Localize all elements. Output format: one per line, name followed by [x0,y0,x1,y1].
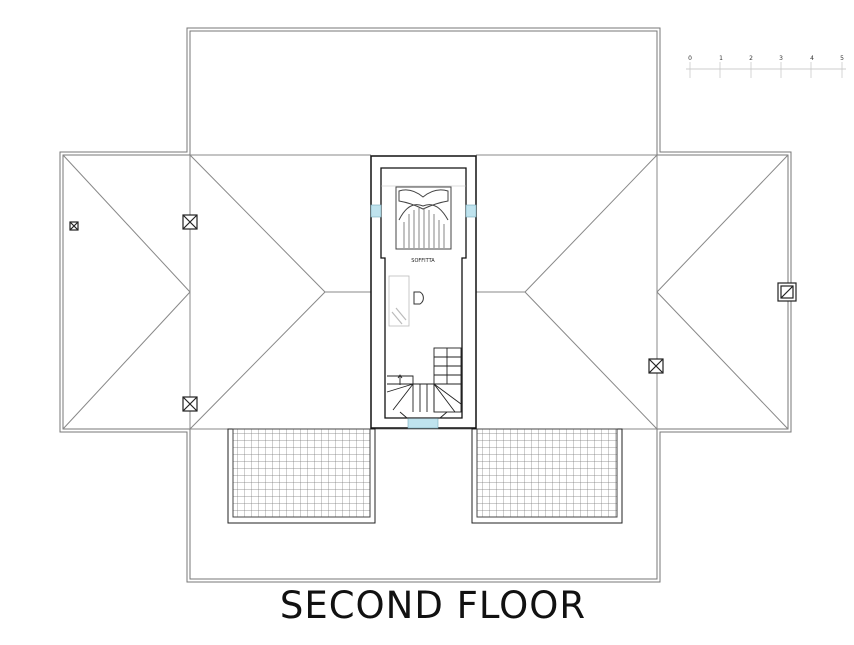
scale-bar: 0 1 2 3 4 5 [686,55,846,78]
skylight-icon [777,282,797,302]
skylight-icon [69,221,79,231]
scale-label: 0 [688,55,692,62]
skylight-icon [182,396,198,412]
terrace-right [471,428,623,524]
scale-label: 3 [779,55,783,62]
plan-title: SECOND FLOOR [279,584,587,627]
window-bottom [407,417,439,429]
scale-label: 5 [840,55,844,62]
room-label: SOFFITTA [411,258,435,264]
chair-and-desk [388,275,424,327]
scale-label: 4 [810,55,814,62]
skylight-icon [648,358,664,374]
skylights [69,214,797,412]
staircase [386,347,462,419]
window-left [370,204,382,218]
window-right [465,204,477,218]
terrace-left [227,428,376,524]
scale-label: 2 [749,55,753,62]
bed [395,186,452,250]
skylight-icon [182,214,198,230]
scale-label: 1 [719,55,723,62]
